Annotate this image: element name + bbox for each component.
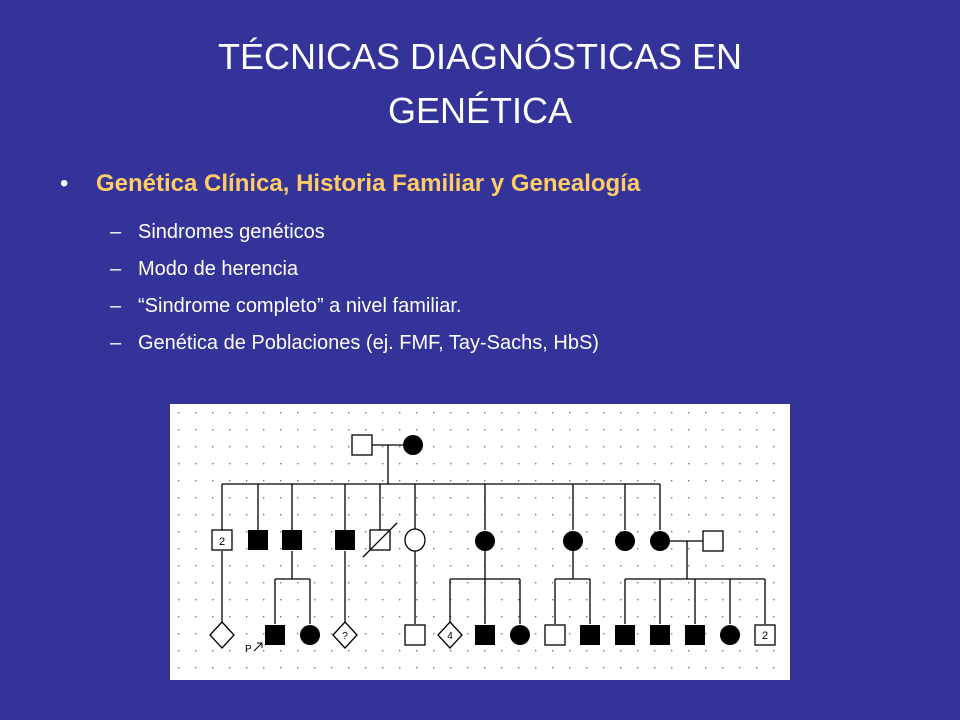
pedigree-svg: 2 ? 4 2 P <box>170 404 790 680</box>
pedigree-unknown-sex <box>209 621 235 649</box>
main-bullet: • Genética Clínica, Historia Familiar y … <box>60 170 920 214</box>
pedigree-male-unaffected <box>544 624 566 646</box>
pedigree-male-unaffected <box>404 624 426 646</box>
pedigree-lines <box>221 444 766 624</box>
sub-bullet: – “Sindrome completo” a nivel familiar. <box>110 288 920 325</box>
pedigree-female-affected <box>403 435 423 455</box>
sub-bullet: – Genética de Poblaciones (ej. FMF, Tay-… <box>110 325 920 362</box>
dash-icon: – <box>110 332 122 354</box>
pedigree-male-group <box>754 624 776 646</box>
slide-title: TÉCNICAS DIAGNÓSTICAS EN GENÉTICA <box>0 30 960 138</box>
count-label: 2 <box>762 630 768 642</box>
pedigree-male-affected <box>335 530 355 550</box>
sub-bullet-text: Modo de herencia <box>138 258 299 280</box>
dash-icon: – <box>110 221 122 243</box>
sub-bullet: – Sindromes genéticos <box>110 214 920 251</box>
pedigree-male-affected <box>248 530 268 550</box>
pedigree-female-affected <box>300 625 320 645</box>
count-label: 4 <box>447 631 453 642</box>
pedigree-diagram: 2 ? 4 2 P <box>170 404 790 680</box>
proband-label: P <box>245 644 252 655</box>
pedigree-male-affected <box>580 625 600 645</box>
pedigree-female-affected <box>563 531 583 551</box>
pedigree-male-unaffected <box>351 434 373 456</box>
sub-bullet-text: “Sindrome completo” a nivel familiar. <box>138 295 462 317</box>
pedigree-female-affected <box>650 531 670 551</box>
sub-bullet-text: Genética de Poblaciones (ej. FMF, Tay-Sa… <box>138 332 599 354</box>
pedigree-male-group <box>211 529 233 551</box>
title-line-2: GENÉTICA <box>387 90 573 131</box>
bullet-dot-icon: • <box>60 170 69 197</box>
bullet-list: • Genética Clínica, Historia Familiar y … <box>60 170 920 362</box>
sub-bullet-text: Sindromes genéticos <box>138 221 325 243</box>
unknown-label: ? <box>342 631 348 642</box>
deceased-slash <box>362 522 398 558</box>
dash-icon: – <box>110 258 122 280</box>
proband-arrowhead-icon <box>257 642 263 648</box>
pedigree-female-affected <box>475 531 495 551</box>
sub-bullet: – Modo de herencia <box>110 251 920 288</box>
pedigree-male-affected <box>282 530 302 550</box>
pedigree-female-unaffected <box>404 528 426 552</box>
pedigree-female-affected <box>615 531 635 551</box>
count-label: 2 <box>219 536 225 548</box>
pedigree-male-affected <box>650 625 670 645</box>
pedigree-male-affected <box>475 625 495 645</box>
dash-icon: – <box>110 295 122 317</box>
pedigree-male-affected <box>615 625 635 645</box>
pedigree-female-affected <box>510 625 530 645</box>
proband-arrow-icon <box>253 642 263 652</box>
title-line-1: TÉCNICAS DIAGNÓSTICAS EN <box>217 36 743 77</box>
pedigree-male-spouse <box>702 530 724 552</box>
pedigree-unknown-sex-group <box>437 621 463 649</box>
pedigree-female-affected <box>720 625 740 645</box>
main-bullet-text: Genética Clínica, Historia Familiar y Ge… <box>96 170 641 197</box>
pedigree-unknown-sex <box>332 621 358 649</box>
pedigree-male-affected <box>685 625 705 645</box>
pedigree-male-affected-proband <box>265 625 285 645</box>
